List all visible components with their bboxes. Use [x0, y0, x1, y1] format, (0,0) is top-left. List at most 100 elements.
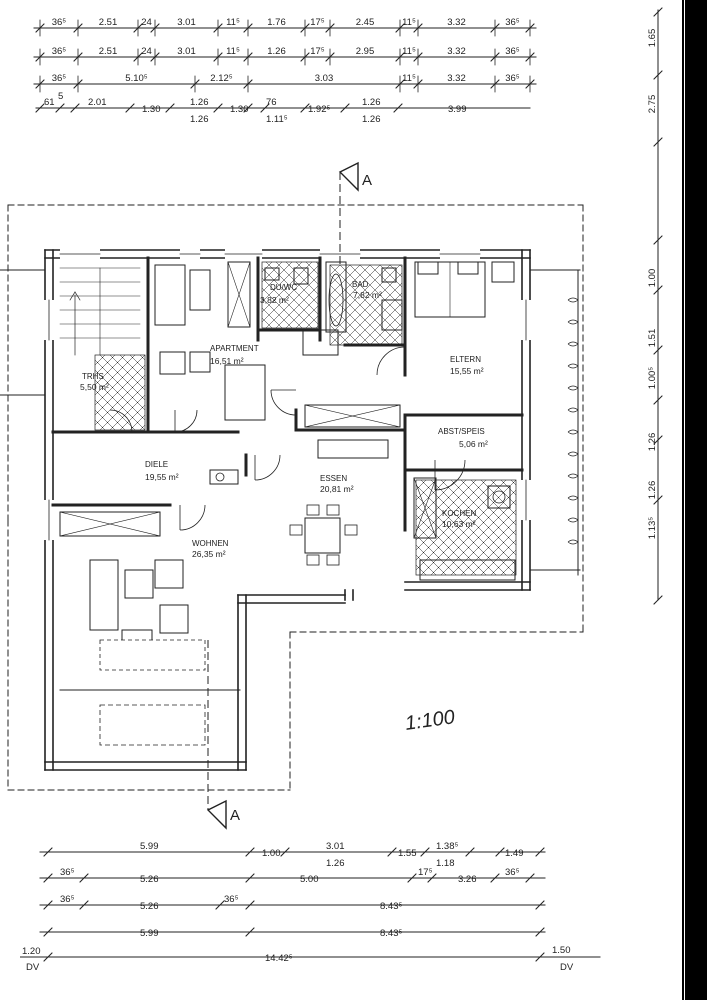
- hatch: [160, 355, 235, 430]
- dimension-value: 1.26: [362, 97, 381, 108]
- double-sink: [381, 299, 403, 331]
- hatch: [480, 480, 516, 516]
- hatch: [416, 534, 457, 575]
- hatch: [339, 282, 402, 345]
- dimension-tick: [245, 900, 255, 910]
- dimension-value: 2.01: [88, 97, 107, 108]
- coffee-table: [124, 569, 154, 599]
- hatch: [440, 265, 520, 345]
- dimension-value: 1.00: [647, 269, 658, 288]
- room-name-trhs: TRHS: [82, 372, 104, 381]
- hatch: [160, 355, 235, 430]
- hatch: [119, 355, 145, 381]
- dimension-value: 11⁵: [226, 46, 240, 57]
- dimension-tick: [653, 137, 663, 147]
- duwc-tiles: [261, 261, 442, 329]
- dimension-tick: [535, 952, 545, 962]
- hatch: [170, 355, 245, 430]
- dimension-value: 11⁵: [226, 17, 240, 28]
- dimension-value: 36⁵: [60, 894, 75, 905]
- hatch: [450, 509, 516, 575]
- plant-mark: [567, 297, 579, 303]
- hatch: [262, 262, 283, 283]
- scale-note: 1:100: [404, 706, 457, 735]
- hatch: [376, 262, 442, 328]
- dimension-tick: [653, 285, 663, 295]
- hatch: [376, 262, 442, 328]
- hatch: [262, 262, 293, 293]
- stove: [487, 485, 511, 509]
- plant-mark: [567, 517, 579, 523]
- hatch: [109, 394, 145, 430]
- kochen-tiles: [415, 479, 676, 576]
- hatch: [262, 262, 263, 263]
- dimension-value: 36⁵: [505, 46, 520, 57]
- dimension-value: 24: [141, 46, 152, 57]
- hatch: [369, 265, 402, 298]
- dimension-value: 2.51: [99, 46, 118, 57]
- dimension-value: 3.01: [326, 841, 345, 852]
- plant-mark: [567, 385, 579, 391]
- dimension-tick: [245, 847, 255, 857]
- door-diele: [254, 454, 281, 481]
- hatch: [440, 499, 516, 575]
- dimension-value: 3.99: [448, 104, 467, 115]
- hatch: [119, 404, 145, 430]
- dimension-tick: [55, 103, 65, 113]
- hatch: [262, 327, 263, 328]
- dimension-value: 76: [266, 97, 277, 108]
- room-area-diele: 19,55 m²: [145, 472, 179, 482]
- dimension-value: 1.30: [230, 104, 249, 115]
- plant-mark: [567, 363, 579, 369]
- hatch: [416, 544, 447, 575]
- dimension-tick: [535, 847, 545, 857]
- hatch: [399, 342, 402, 345]
- dimension-value: 3.01: [177, 46, 196, 57]
- hatch: [416, 480, 477, 541]
- dimension-value: 5.99: [140, 841, 159, 852]
- diele-plant: [215, 472, 225, 482]
- dimension-tick: [43, 927, 53, 937]
- dimension-value: 1.49: [505, 848, 524, 859]
- stove-burner: [492, 490, 506, 504]
- hatch: [210, 355, 285, 430]
- hatch: [129, 414, 145, 430]
- hatch: [581, 480, 676, 575]
- hatch: [551, 480, 646, 575]
- hatch: [95, 355, 96, 356]
- hatch: [262, 297, 293, 328]
- dimension-value: 36⁵: [60, 867, 75, 878]
- dimension-value: 1.00: [262, 848, 281, 859]
- dimension-tick: [420, 847, 430, 857]
- wardrobe: [227, 261, 251, 328]
- hatch: [262, 262, 303, 303]
- hatch: [305, 262, 318, 275]
- hatch-lines: [95, 355, 285, 430]
- room-name-du-wc: DU/WC: [270, 283, 297, 292]
- dimension-value: 1.00⁵: [647, 367, 658, 389]
- room-name-kochen: KOCHEN: [442, 509, 476, 518]
- room-name-apartment: APARTMENT: [210, 344, 259, 353]
- hatch: [95, 374, 145, 426]
- room-name-essen: ESSEN: [320, 474, 347, 483]
- armchair: [159, 351, 186, 375]
- room-labels: TRHS 5,50 m² APARTMENT 16,51 m² DU/WC 3,…: [80, 280, 488, 559]
- plant-mark: [567, 495, 579, 501]
- door-wohnen: [179, 504, 206, 531]
- dimension-lines: [33, 7, 663, 962]
- hatch: [416, 480, 447, 511]
- dimension-value: 1.26: [647, 433, 658, 452]
- hatch: [490, 549, 516, 575]
- terrace-table: [99, 639, 206, 671]
- dimension-tick: [79, 873, 89, 883]
- hatch: [99, 384, 145, 430]
- dimension-value: 1.13⁵: [647, 517, 658, 539]
- hatch: [521, 480, 616, 575]
- dimension-value: 17⁵: [418, 867, 433, 878]
- stair-arrow: [74, 291, 81, 301]
- building-outline: [0, 204, 584, 791]
- hatch: [305, 315, 318, 328]
- hatch: [210, 355, 285, 430]
- hatch: [95, 419, 106, 430]
